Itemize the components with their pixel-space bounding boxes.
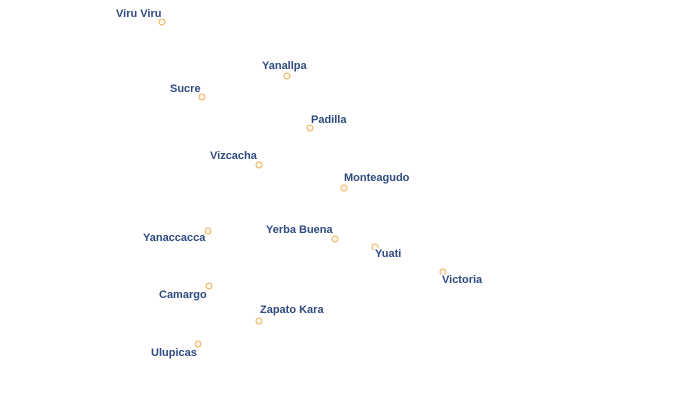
place-label-yuati: Yuati xyxy=(375,248,402,260)
place-marker-yanaccacca[interactable] xyxy=(204,227,212,235)
place-marker-yanallpa[interactable] xyxy=(283,72,291,80)
place-label-zapato-kara: Zapato Kara xyxy=(260,304,324,316)
place-label-yanaccacca: Yanaccacca xyxy=(143,232,206,244)
place-marker-camargo[interactable] xyxy=(205,282,213,290)
place-label-padilla: Padilla xyxy=(311,114,347,126)
place-label-camargo: Camargo xyxy=(159,289,207,301)
place-marker-padilla[interactable] xyxy=(306,124,314,132)
place-marker-sucre[interactable] xyxy=(198,93,206,101)
place-label-yanallpa: Yanallpa xyxy=(262,60,307,72)
place-marker-monteagudo[interactable] xyxy=(340,184,348,192)
place-label-yerba-buena: Yerba Buena xyxy=(266,224,333,236)
place-label-ulupicas: Ulupicas xyxy=(151,347,197,359)
place-label-sucre: Sucre xyxy=(170,83,201,95)
place-marker-viru-viru[interactable] xyxy=(158,18,166,26)
place-label-viru-viru: Viru Viru xyxy=(116,8,162,20)
place-marker-vizcacha[interactable] xyxy=(255,161,263,169)
place-marker-yuati[interactable] xyxy=(371,243,379,251)
place-marker-ulupicas[interactable] xyxy=(194,340,202,348)
place-label-victoria: Victoria xyxy=(442,274,483,286)
place-marker-zapato-kara[interactable] xyxy=(255,317,263,325)
place-marker-yerba-buena[interactable] xyxy=(331,235,339,243)
place-label-vizcacha: Vizcacha xyxy=(210,150,257,162)
place-label-monteagudo: Monteagudo xyxy=(344,172,410,184)
place-marker-victoria[interactable] xyxy=(439,268,447,276)
